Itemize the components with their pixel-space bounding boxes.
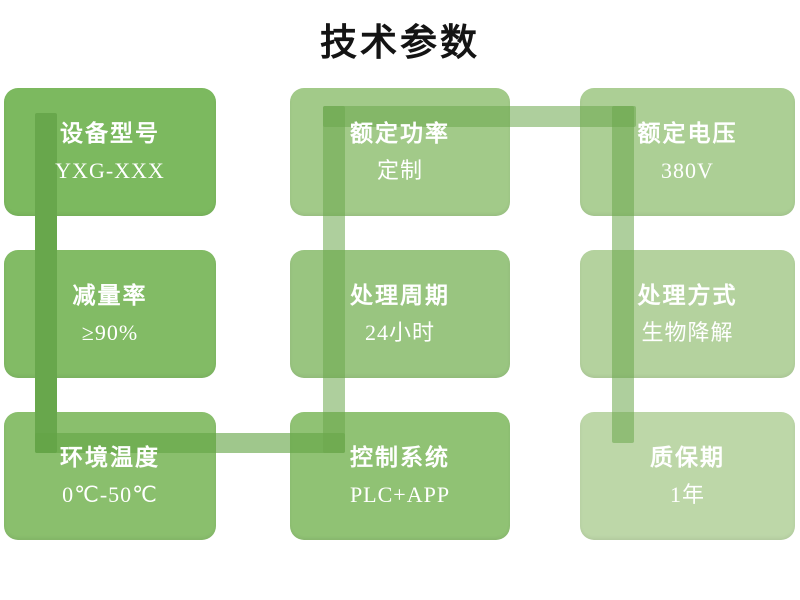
card-value: 24小时: [364, 320, 435, 345]
card-label: 控制系统: [350, 445, 450, 470]
connector-strip-left: [35, 113, 57, 453]
card-value: 生物降解: [641, 320, 734, 345]
card-label: 设备型号: [60, 121, 160, 146]
connector-band-top: [323, 106, 636, 127]
connector-strip-right: [612, 106, 634, 443]
card-label: 处理周期: [350, 283, 450, 308]
card-value: ≥90%: [81, 320, 139, 345]
card-value: PLC+APP: [349, 482, 451, 507]
card-value: 380V: [661, 158, 714, 183]
card-label: 减量率: [72, 283, 148, 308]
card-value: YXG-XXX: [55, 158, 165, 183]
card-label: 环境温度: [60, 445, 160, 470]
connector-strip-middle: [323, 106, 345, 453]
card-value: 0℃-50℃: [62, 482, 158, 507]
card-label: 额定电压: [637, 121, 738, 146]
card-value: 定制: [376, 158, 423, 183]
card-label: 质保期: [650, 445, 725, 470]
card-label: 处理方式: [637, 283, 738, 308]
page-title: 技术参数: [320, 22, 480, 63]
card-value: 1年: [669, 482, 705, 507]
connector-band-bottom: [35, 433, 345, 453]
card-label: 额定功率: [350, 121, 450, 146]
